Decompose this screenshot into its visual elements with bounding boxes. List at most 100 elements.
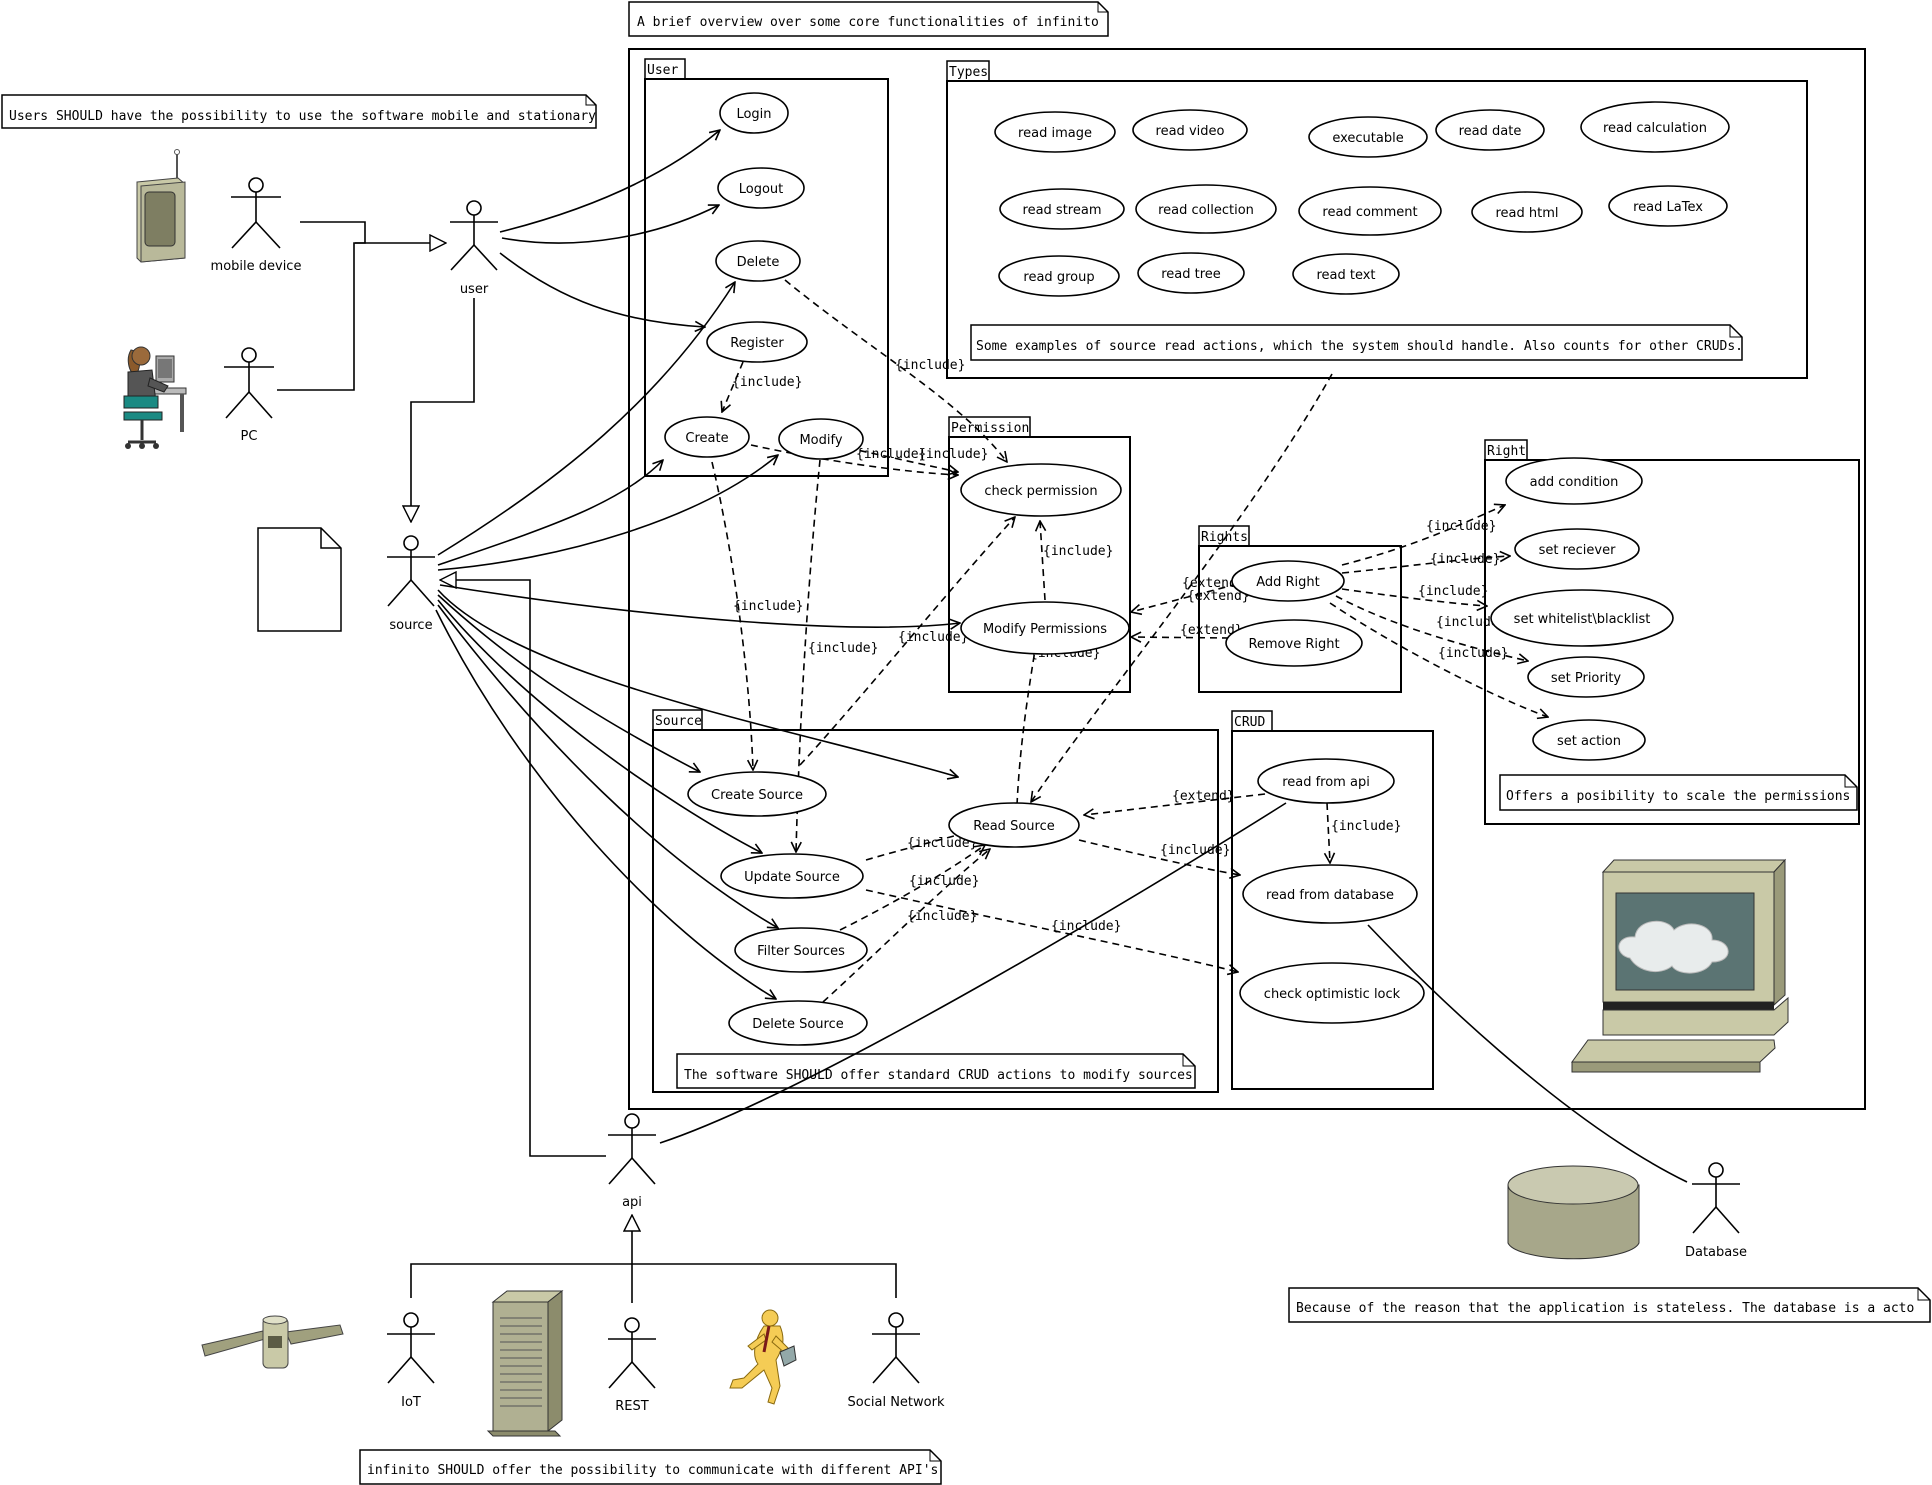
package-right-label: Right	[1487, 444, 1526, 459]
label-create-createsource: {include}	[733, 599, 803, 614]
usecase-read-text[interactable]: read text	[1292, 253, 1400, 295]
usecase-executable-label: executable	[1332, 131, 1403, 146]
usecase-read-comment[interactable]: read comment	[1298, 186, 1442, 236]
dependencies	[711, 279, 1548, 1003]
assoc-source-modify-permissions	[439, 584, 960, 627]
usecase-filter-sources[interactable]: Filter Sources	[734, 927, 868, 973]
label-filter-readsource: {include}	[909, 874, 979, 889]
usecase-set-reciever[interactable]: set reciever	[1514, 528, 1640, 570]
usecase-delete-source[interactable]: Delete Source	[728, 1000, 868, 1046]
dep-addright-setwhitelist	[1341, 588, 1487, 606]
usecase-read-from-database-label: read from database	[1266, 888, 1394, 903]
dep-create-check	[750, 444, 958, 475]
assoc-source-read-source	[437, 589, 958, 777]
usecase-read-date-label: read date	[1459, 124, 1522, 139]
usecase-check-permission[interactable]: check permission	[960, 463, 1122, 517]
usecase-read-source[interactable]: Read Source	[948, 802, 1080, 848]
usecase-executable[interactable]: executable	[1308, 116, 1428, 158]
usecase-read-latex[interactable]: read LaTex	[1608, 185, 1728, 227]
usecase-read-calculation-label: read calculation	[1603, 121, 1707, 136]
actor-source: source	[387, 535, 435, 633]
note-crud-text: The software SHOULD offer standard CRUD …	[684, 1068, 1193, 1083]
usecase-login[interactable]: Login	[719, 92, 789, 134]
usecase-read-html[interactable]: read html	[1471, 191, 1583, 233]
usecase-check-optimistic-lock[interactable]: check optimistic lock	[1239, 962, 1425, 1024]
dep-register-create	[722, 361, 744, 412]
note-mobile: Users SHOULD have the possibility to use…	[1, 94, 597, 129]
usecase-create-source-label: Create Source	[711, 788, 803, 803]
label-addcondition: {include}	[1426, 519, 1496, 534]
server-icon	[486, 1289, 564, 1437]
usecase-update-source[interactable]: Update Source	[720, 853, 864, 899]
usecase-read-group[interactable]: read group	[998, 255, 1120, 297]
usecase-read-date[interactable]: read date	[1435, 109, 1545, 151]
usecase-add-condition-label: add condition	[1530, 475, 1619, 490]
usecase-read-collection[interactable]: read collection	[1135, 184, 1277, 234]
usecase-read-text-label: read text	[1316, 268, 1375, 283]
usecase-logout[interactable]: Logout	[717, 167, 805, 209]
generalization-api-source	[440, 580, 606, 1157]
usecase-read-calculation[interactable]: read calculation	[1580, 101, 1730, 153]
usecase-filter-sources-label: Filter Sources	[757, 944, 845, 959]
label-removeright-extend: {extend}	[1180, 623, 1243, 638]
note-types-text: Some examples of source read actions, wh…	[976, 339, 1743, 354]
actor-rest: REST	[608, 1317, 656, 1414]
package-user-label: User	[647, 63, 678, 78]
usecase-create-source[interactable]: Create Source	[687, 771, 827, 817]
package-crud-label: CRUD	[1234, 715, 1265, 730]
usecase-read-tree-label: read tree	[1161, 267, 1221, 282]
actor-api-label: api	[622, 1195, 642, 1210]
generalization-bus	[410, 1263, 897, 1298]
usecase-set-action[interactable]: set action	[1532, 719, 1646, 761]
usecase-update-source-label: Update Source	[744, 870, 840, 885]
dep-removeright-modifyperm	[1131, 637, 1230, 638]
usecase-register[interactable]: Register	[706, 321, 808, 363]
usecase-create[interactable]: Create	[664, 416, 750, 458]
person-at-pc-icon	[123, 346, 187, 449]
usecase-set-priority[interactable]: set Priority	[1527, 656, 1645, 698]
usecase-delete[interactable]: Delete	[715, 240, 801, 282]
assoc-source-filter-sources	[437, 604, 778, 928]
usecase-read-tree[interactable]: read tree	[1137, 252, 1245, 294]
usecase-read-from-database[interactable]: read from database	[1242, 864, 1418, 924]
label-setaction: {include}	[1438, 646, 1508, 661]
usecase-remove-right[interactable]: Remove Right	[1225, 619, 1363, 667]
usecase-read-comment-label: read comment	[1322, 205, 1417, 220]
note-rights-text: Offers a posibility to scale the permiss…	[1506, 789, 1850, 804]
label-createsource-check: {include}	[898, 630, 968, 645]
usecase-set-whitelist[interactable]: set whitelist\blacklist	[1490, 589, 1674, 647]
usecase-read-from-api[interactable]: read from api	[1257, 758, 1395, 804]
dep-types-readsource	[1031, 373, 1333, 802]
usecase-check-optimistic-lock-label: check optimistic lock	[1264, 987, 1401, 1002]
label-modify-check: {include}	[856, 447, 926, 462]
mobile-device-icon	[136, 149, 186, 263]
assoc-user-logout	[501, 205, 719, 244]
usecase-read-image[interactable]: read image	[994, 111, 1116, 153]
usecase-set-reciever-label: set reciever	[1539, 543, 1617, 558]
actor-iot: IoT	[387, 1312, 435, 1410]
package-rights: Rights	[1198, 525, 1402, 693]
generalization-mobile-user	[300, 221, 366, 244]
dep-addright-addcondition	[1341, 505, 1505, 566]
label-readfromapi-readsource: {extend}	[1172, 789, 1235, 804]
usecase-modify-permissions[interactable]: Modify Permissions	[960, 601, 1130, 655]
usecase-read-video[interactable]: read video	[1132, 109, 1248, 151]
label-readsource-readfromdb: {include}	[1160, 843, 1230, 858]
usecase-set-action-label: set action	[1557, 734, 1621, 749]
note-apis-text: infinito SHOULD offer the possibility to…	[367, 1463, 938, 1478]
generalization-pc-user	[277, 243, 446, 391]
actor-database-label: Database	[1685, 1245, 1747, 1260]
usecase-add-right[interactable]: Add Right	[1231, 560, 1345, 602]
label-setpriority: {include}	[1436, 615, 1506, 630]
usecase-modify[interactable]: Modify	[778, 418, 864, 460]
dep-addright-setpriority	[1335, 595, 1528, 661]
actor-rest-label: REST	[615, 1399, 648, 1414]
actor-pc: PC	[224, 347, 274, 444]
label-updatesource-optimistic: {include}	[1051, 919, 1121, 934]
assoc-source-modify	[437, 455, 778, 571]
assoc-source-update-source	[437, 599, 762, 853]
usecase-read-stream[interactable]: read stream	[999, 188, 1125, 230]
usecase-read-latex-label: read LaTex	[1633, 200, 1703, 215]
label-readfromapi-readfromdb: {include}	[1331, 819, 1401, 834]
usecase-add-condition[interactable]: add condition	[1505, 457, 1643, 505]
